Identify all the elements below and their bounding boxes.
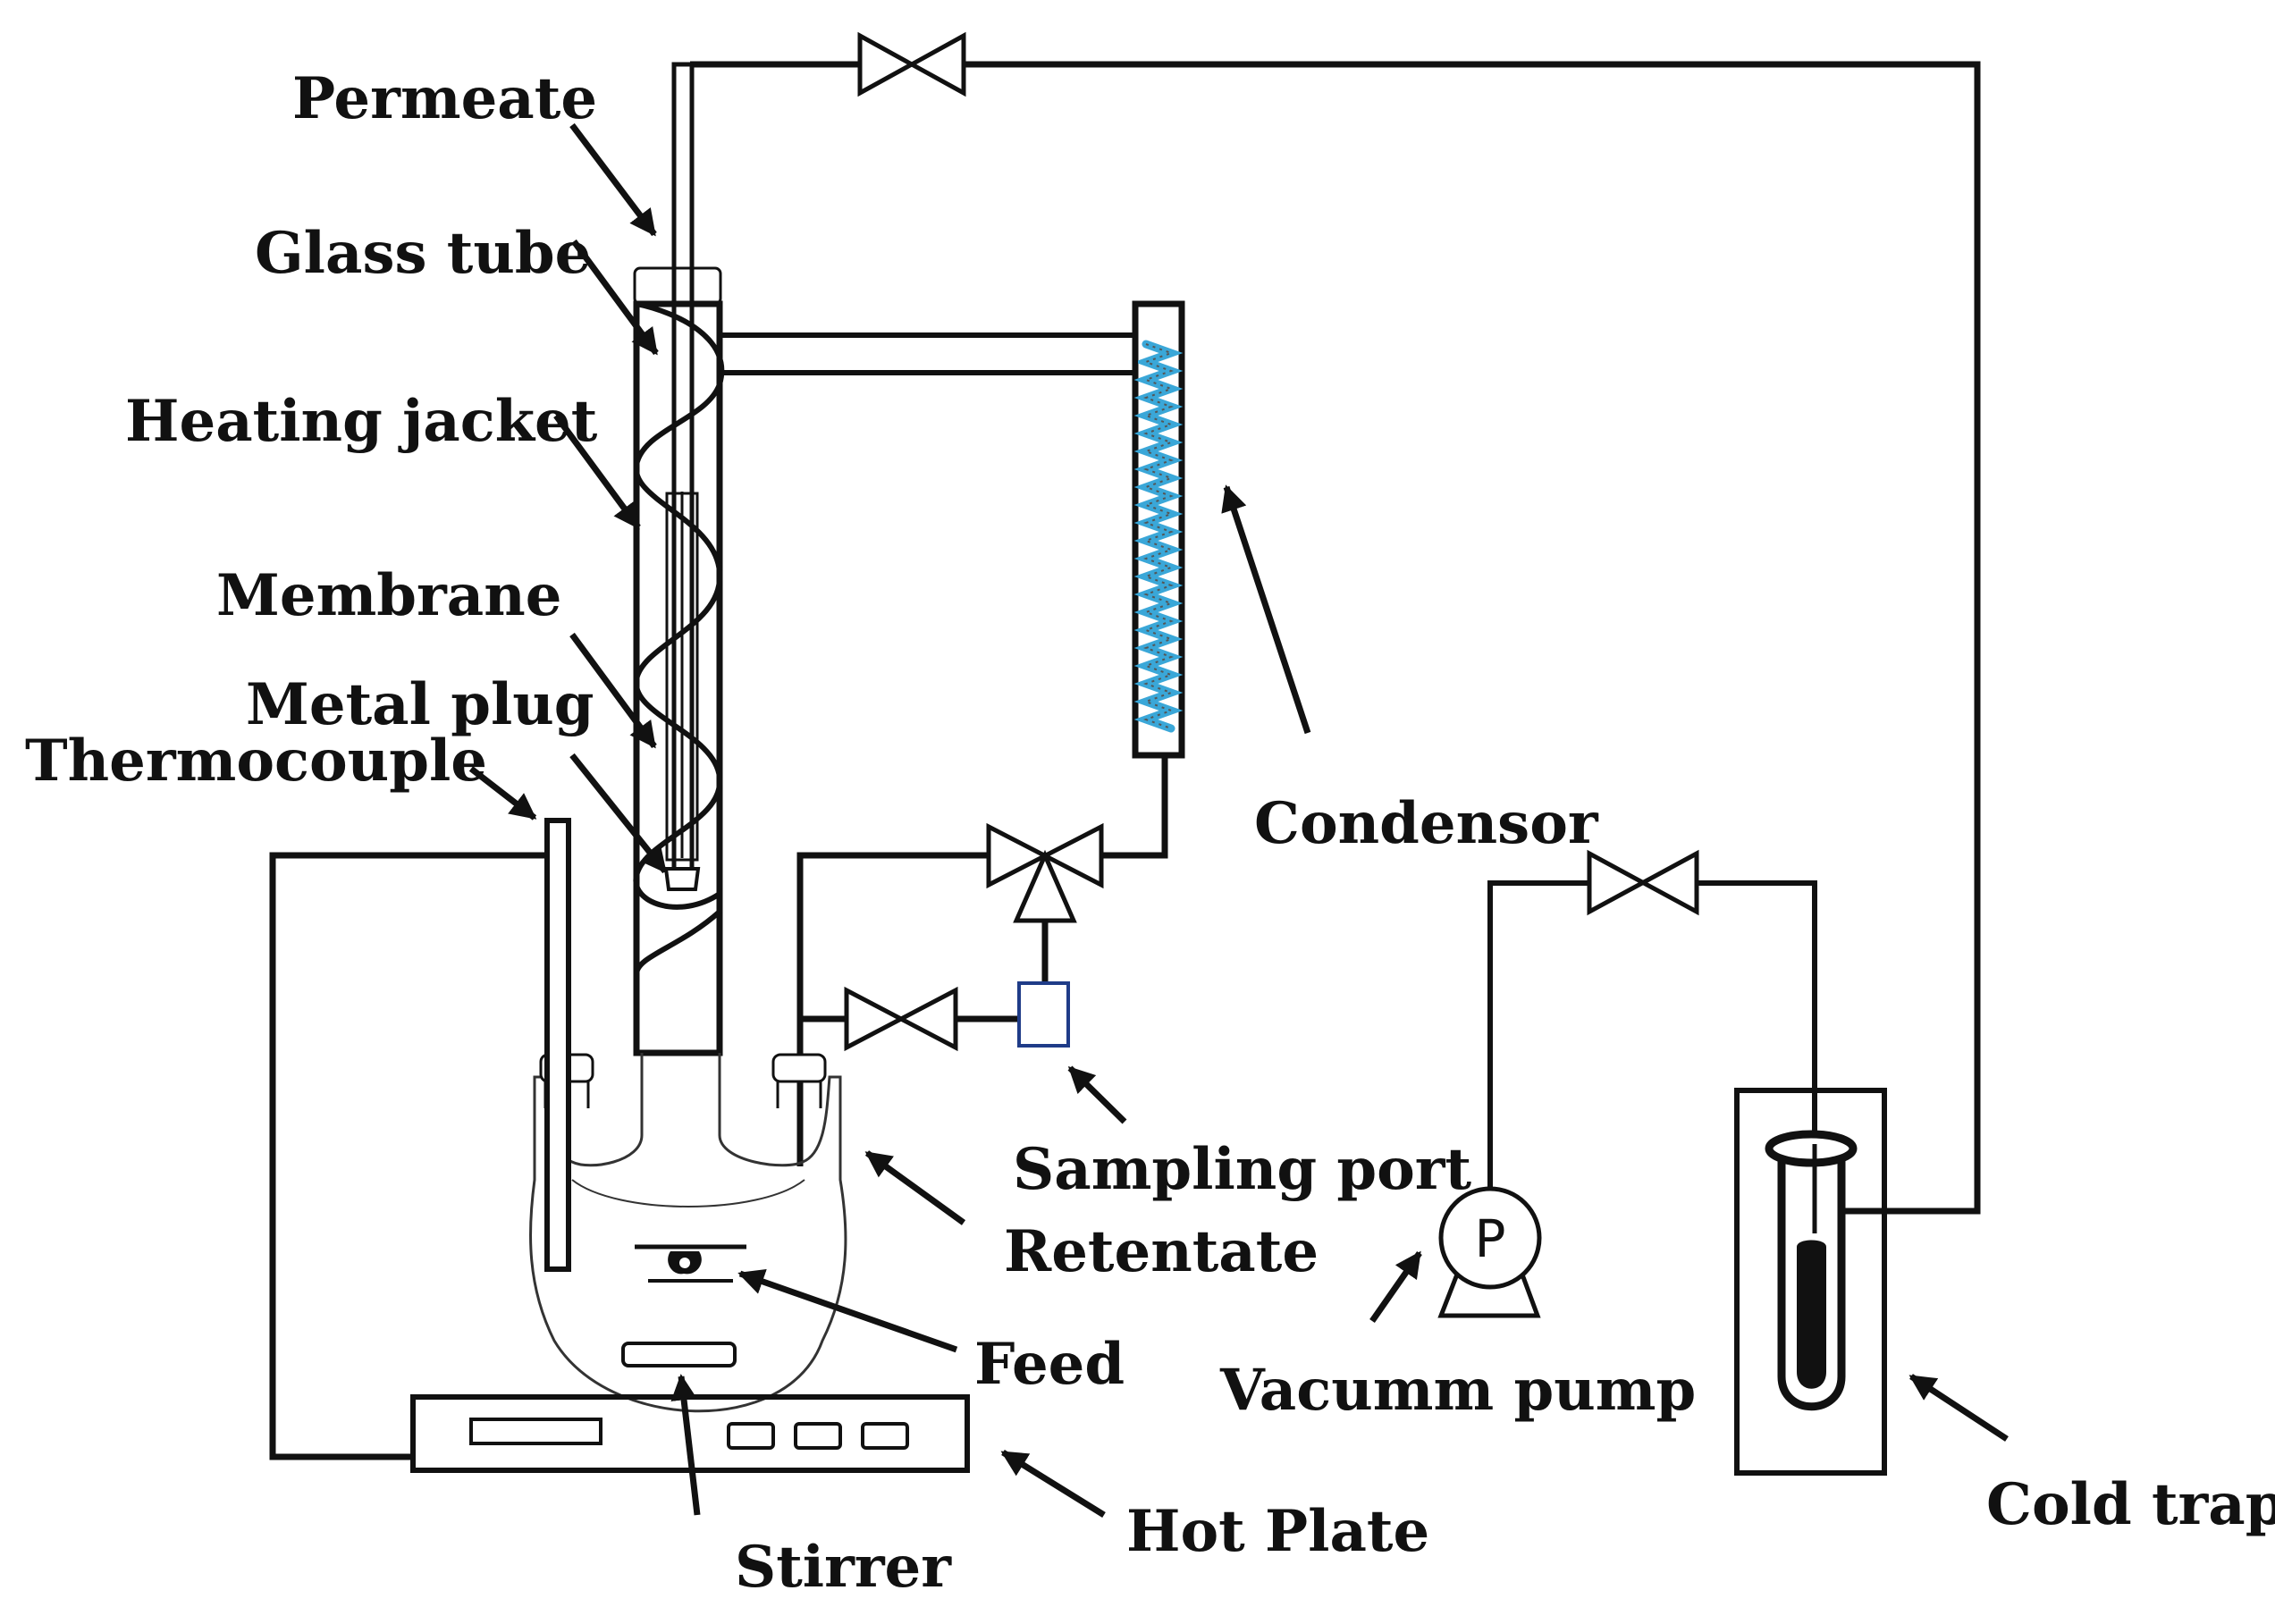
condenser <box>1132 300 1185 759</box>
membrane <box>665 492 699 862</box>
arrow-thermocouple <box>468 766 537 820</box>
arrow-feed <box>737 1268 958 1353</box>
metal-plug <box>663 867 701 891</box>
label-vacuum-pump: Vacumm pump <box>1219 1357 1696 1424</box>
valve-vacuum <box>1587 849 1699 916</box>
three-way-valve <box>986 822 1104 923</box>
label-sampling-port: Sampling port <box>1013 1136 1472 1203</box>
hot-plate-button-1 <box>727 1422 775 1450</box>
cold-trap-dewar <box>1734 1088 1887 1476</box>
arrow-glass-tube <box>571 239 659 356</box>
arrow-stirrer <box>670 1374 701 1516</box>
hot-plate-display <box>469 1418 602 1445</box>
arrow-vacuum-pump <box>1369 1250 1422 1324</box>
pointer-arrows <box>468 122 2009 1518</box>
arrow-membrane <box>569 632 657 749</box>
label-retentate: Retentate <box>1004 1218 1319 1285</box>
arrow-permeate <box>569 122 657 237</box>
heating-coil <box>633 301 725 975</box>
arrow-metal-plug <box>569 753 668 874</box>
side-arm-tube <box>717 332 1138 375</box>
vacuum-pump: P <box>1437 1186 1542 1318</box>
label-cold-trap: Cold trap <box>1986 1471 2275 1538</box>
arrow-sampling-port <box>1067 1065 1127 1124</box>
label-glass-tube: Glass tube <box>255 220 591 287</box>
membrane-column <box>633 62 725 1056</box>
labels: Permeate Glass tube Heating jacket Membr… <box>25 65 2275 1601</box>
retentate-line <box>796 852 989 1166</box>
right-neck-stopper <box>771 1053 827 1083</box>
label-stirrer: Stirrer <box>735 1534 952 1601</box>
label-permeate: Permeate <box>292 65 597 132</box>
label-condensor: Condensor <box>1254 790 1599 857</box>
condenser-outlet-line <box>1101 755 1168 859</box>
label-metal-plug: Metal plug <box>246 671 594 738</box>
valve-top <box>857 31 966 97</box>
hot-plate-button-3 <box>861 1422 909 1450</box>
arrow-heating-jacket <box>553 413 641 530</box>
vacuum-pump-circle <box>1438 1186 1542 1290</box>
pump-symbol-label: P <box>1475 1208 1506 1269</box>
arrow-retentate <box>864 1150 966 1225</box>
label-hot-plate: Hot Plate <box>1126 1498 1429 1565</box>
label-heating-jacket: Heating jacket <box>125 388 598 455</box>
vacuum-line-right <box>1697 880 1817 1162</box>
permeate-line-to-cold-trap <box>964 61 1981 1215</box>
sampling-port-box <box>1017 981 1070 1048</box>
label-membrane: Membrane <box>216 562 561 629</box>
hot-plate-button-2 <box>794 1422 842 1450</box>
arrow-cold-trap <box>1908 1374 2009 1442</box>
valve-sampling <box>844 986 958 1052</box>
stir-bar <box>621 1342 737 1367</box>
label-thermocouple: Thermocouple <box>25 728 487 795</box>
arrow-hot-plate <box>1000 1450 1106 1518</box>
thermocouple-probe <box>544 818 571 1272</box>
thermocouple-wire <box>269 852 547 1460</box>
piping <box>269 61 1981 1460</box>
cold-trap <box>1734 1088 1887 1476</box>
vacuum-line-left <box>1487 880 1589 1189</box>
label-feed: Feed <box>974 1331 1125 1398</box>
column-top-cap <box>633 266 722 306</box>
cold-trap-condensate <box>1797 1240 1826 1389</box>
arrow-condensor <box>1221 484 1311 735</box>
